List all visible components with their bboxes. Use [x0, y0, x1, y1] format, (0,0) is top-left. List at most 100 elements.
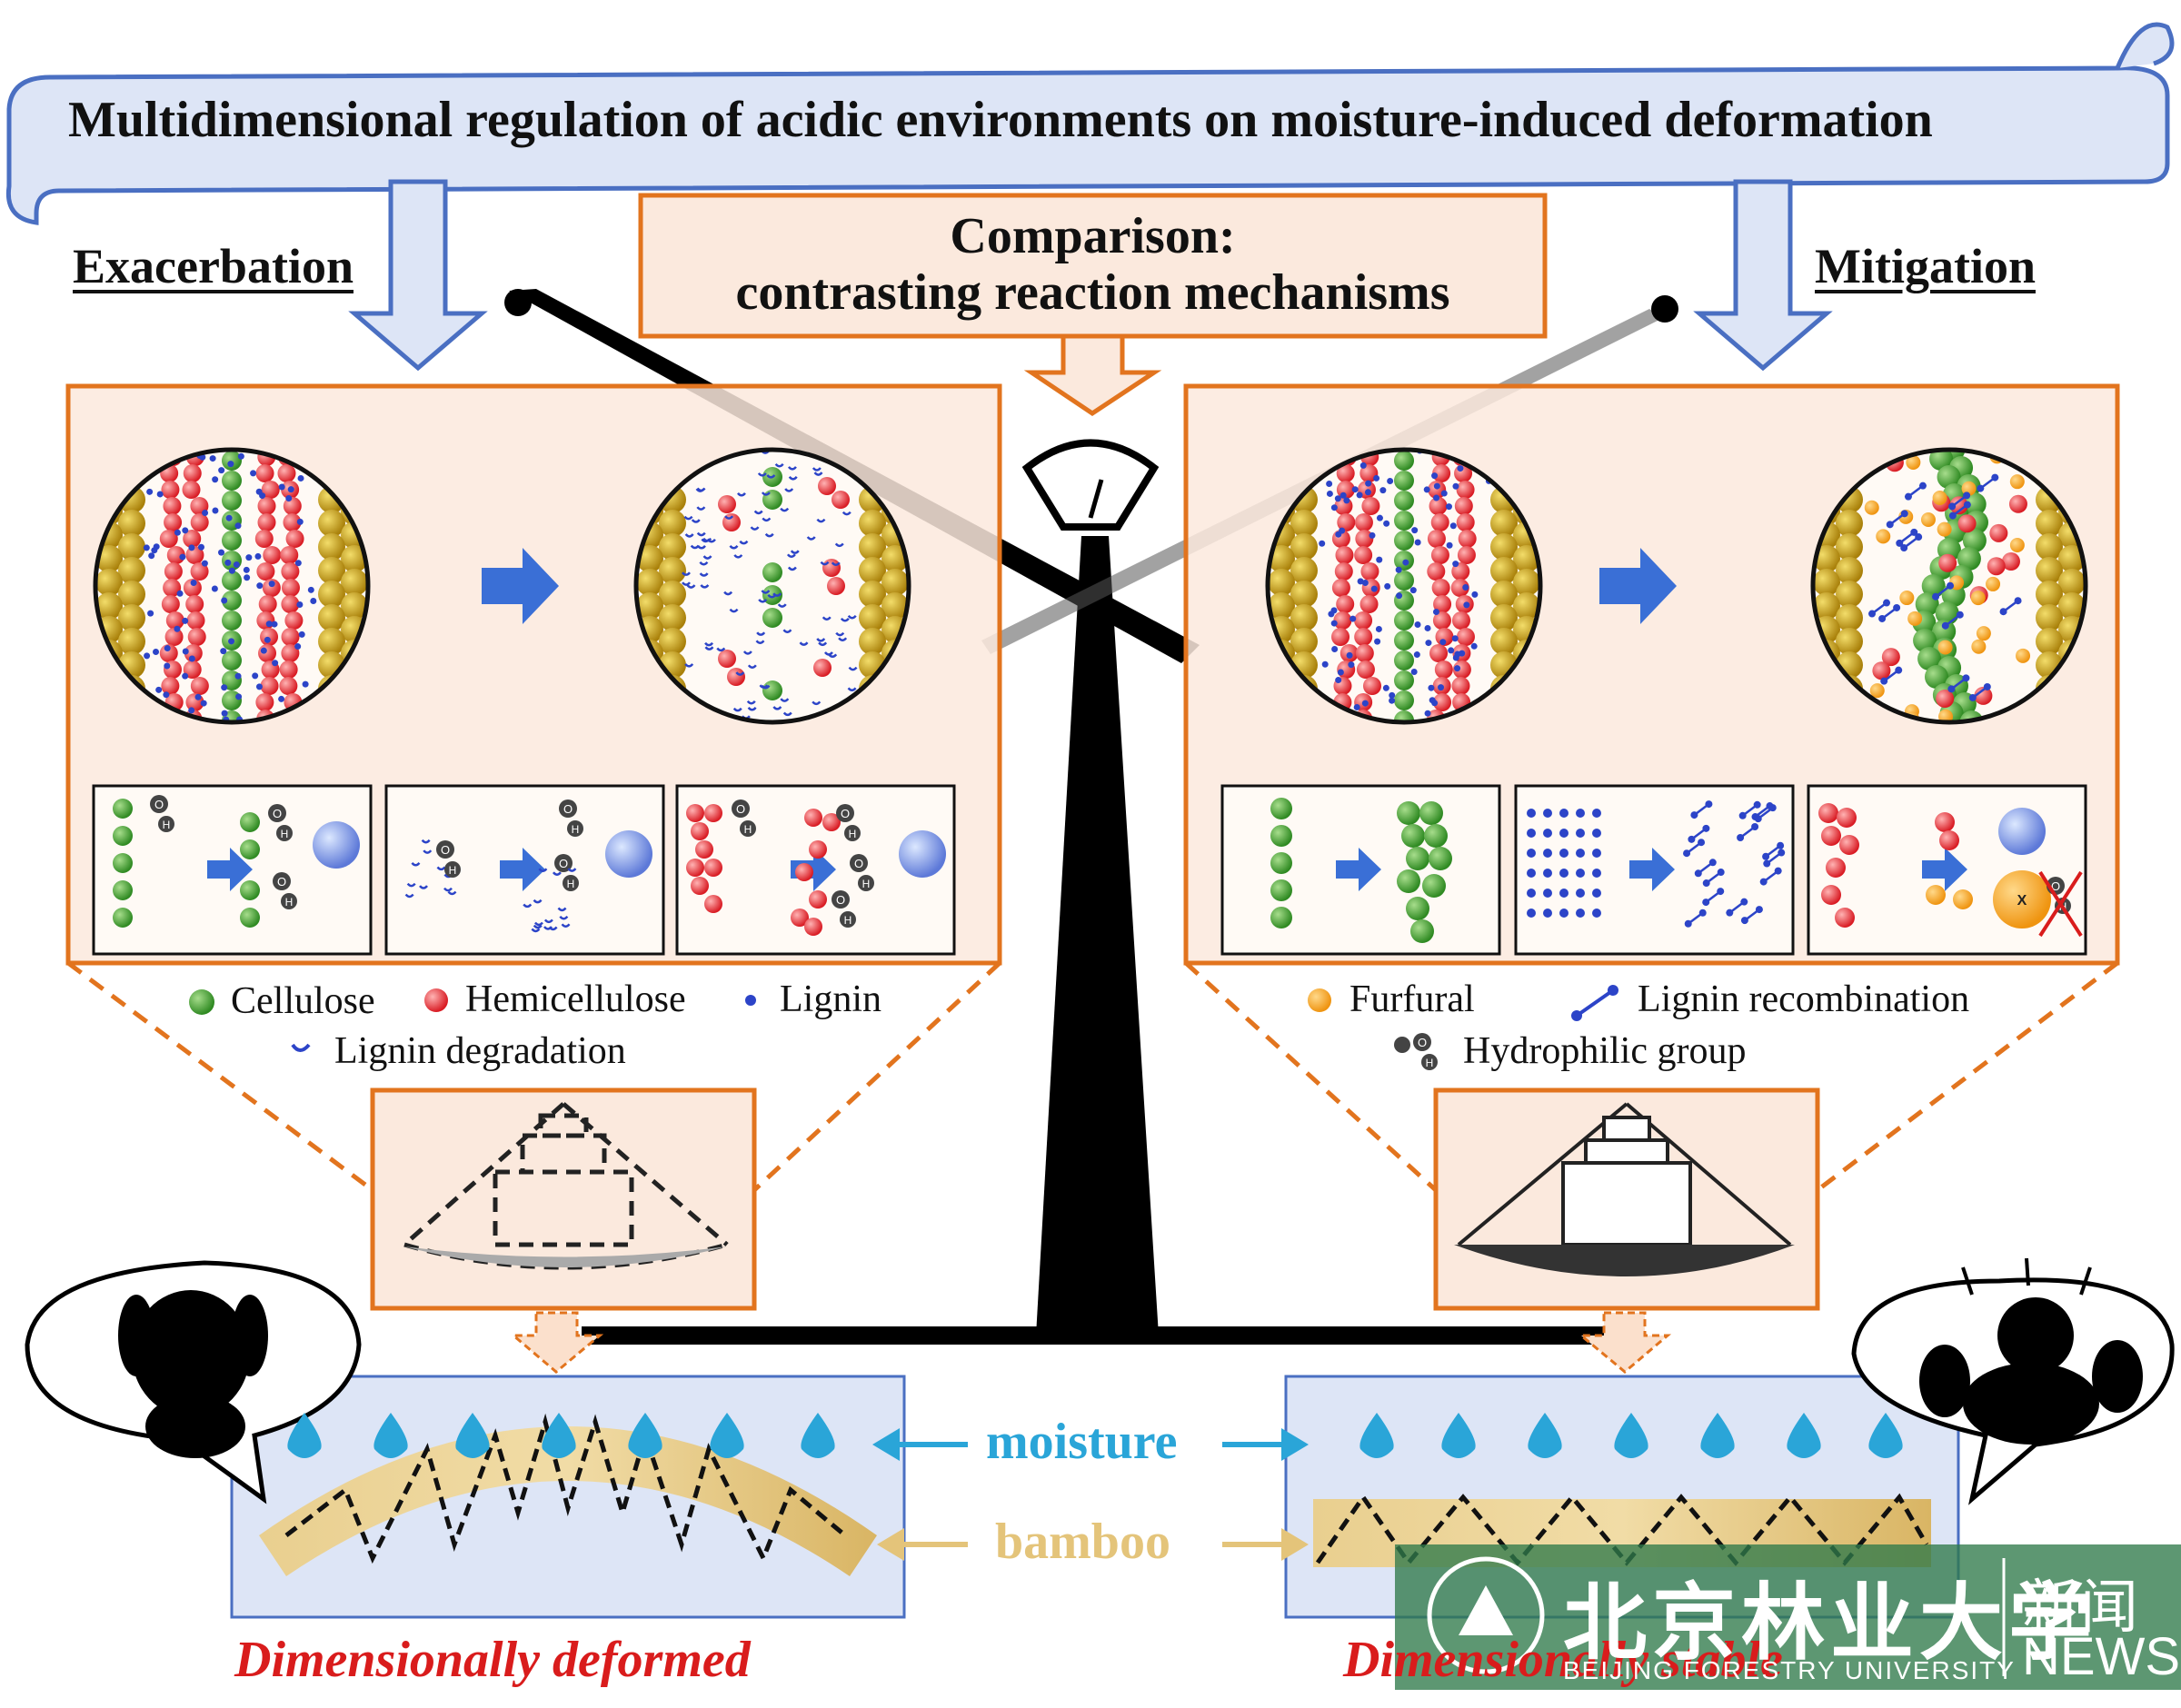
lignin-dot — [1395, 566, 1402, 573]
oxygen-atom — [1413, 1033, 1431, 1051]
hemicellulose-bead — [1331, 579, 1350, 597]
lignin-dot — [1717, 869, 1725, 877]
hemicellulose-bead — [1354, 611, 1373, 630]
mechanism-arrow — [1336, 848, 1381, 891]
lignin-fragment — [552, 871, 562, 876]
lignin-fragment — [786, 553, 796, 559]
hemicellulose-bead — [280, 546, 299, 564]
cellulose-bead — [1394, 471, 1414, 491]
lignin-dot — [1977, 484, 1985, 492]
lignin-dot — [250, 470, 257, 477]
lignin-fragment — [716, 647, 726, 652]
cellulose-bead — [1921, 574, 1946, 598]
lignin-dot — [1331, 645, 1339, 652]
lignin-dot — [1384, 582, 1391, 590]
cellulose-bead — [1937, 465, 1961, 489]
lignin-wall-bead — [1490, 533, 1518, 561]
lignin-dot — [194, 693, 202, 700]
lignin-dot — [297, 474, 304, 482]
lignin-wall-bead — [2036, 628, 2063, 655]
hemicellulose-bead — [1458, 530, 1477, 548]
moisture-arrows — [872, 1428, 1309, 1461]
lignin-dot — [1708, 859, 1717, 867]
lignin-dot — [1576, 829, 1585, 838]
lignin-dot — [234, 672, 242, 680]
hemicellulose-bead — [1427, 562, 1446, 581]
cellulose-bead — [762, 608, 782, 628]
mechanism-arrow — [500, 848, 545, 891]
cellulose-bead — [1270, 825, 1292, 847]
lignin-dot — [1339, 492, 1347, 499]
hemicellulose-bead — [166, 546, 185, 564]
banner-title: Multidimensional regulation of acidic en… — [68, 92, 1933, 148]
lignin-dot — [1462, 584, 1469, 591]
lignin-wall-bead — [2036, 604, 2063, 631]
lignin-dot — [264, 636, 271, 643]
lignin-wall-bead — [881, 569, 909, 596]
hemicellulose-bead — [185, 595, 204, 613]
lignin-dot — [1389, 691, 1396, 699]
lignin-dot — [1445, 503, 1452, 511]
cellulose-bead — [240, 839, 260, 859]
lignin-dot — [1334, 495, 1341, 502]
comparison-line1: Comparison: — [950, 208, 1236, 264]
lignin-dot — [209, 455, 216, 462]
arrow-down-left — [348, 179, 488, 372]
lignin-wall-bead — [1290, 581, 1318, 608]
strong-creature-silhouette — [1997, 1297, 2074, 1374]
lignin-dot — [1592, 829, 1601, 838]
lignin-wall-bead — [2058, 569, 2086, 596]
lignin-dot — [298, 631, 305, 638]
legend-lignin-recombination: Lignin recombination — [1638, 978, 1970, 1020]
lignin-dot — [197, 543, 204, 551]
hemicellulose-bead — [727, 668, 745, 686]
water-droplet — [287, 1413, 322, 1458]
legend-lignin-degradation-swatch — [291, 1043, 311, 1052]
lignin-wall-bead — [1490, 557, 1518, 584]
lignin-fragment — [701, 538, 711, 543]
hemicellulose-bead — [285, 530, 304, 548]
hemicellulose-bead — [1431, 579, 1450, 597]
lignin-dot — [1918, 482, 1927, 490]
hemicellulose-bead — [279, 677, 298, 695]
lignin-fragment — [742, 650, 752, 655]
furfural-bead — [1899, 591, 1915, 606]
lignin-dot — [188, 707, 195, 714]
lignin-wall-bead — [659, 581, 686, 608]
lignin-dot — [1948, 502, 1957, 511]
hemicellulose-bead — [1335, 546, 1354, 564]
legend-lignin-recombination-end — [1571, 1010, 1582, 1021]
lignin-dot — [212, 476, 219, 483]
lignin-dot — [1374, 638, 1381, 645]
lignin-fragment — [746, 700, 756, 705]
lignin-fragment — [411, 861, 421, 867]
lignin-dot — [148, 552, 155, 560]
lignin-dot — [1446, 541, 1453, 549]
lignin-fragment — [813, 472, 823, 476]
lignin-dot — [1694, 869, 1702, 878]
hemicellulose-bead — [1456, 481, 1475, 499]
hydrogen-atom — [158, 816, 174, 832]
lignin-fragment — [812, 700, 822, 706]
lignin-wall-bead — [859, 581, 886, 608]
hemicellulose-bead — [804, 918, 822, 936]
lignin-dot — [1968, 693, 1977, 701]
hemicellulose-bead — [2001, 551, 2020, 571]
cellulose-bead — [1929, 450, 1954, 471]
lignin-dot — [1452, 561, 1459, 568]
lignin-dot — [1330, 504, 1338, 511]
hemicellulose-bead — [164, 628, 184, 646]
lignin-fragment — [699, 572, 709, 577]
lignin-wall-bead — [1813, 569, 1840, 596]
lignin-fragment — [696, 506, 706, 511]
water-molecule — [605, 830, 652, 878]
lignin-dot — [1983, 682, 1991, 690]
hemicellulose-bead — [1359, 595, 1379, 613]
lignin-dot — [1592, 889, 1601, 898]
legend-lignin-swatch — [745, 995, 756, 1006]
hemicellulose-bead — [691, 822, 709, 840]
lignin-dot — [1543, 829, 1552, 838]
cellulose-bead — [1429, 847, 1452, 870]
cellulose-bead — [762, 562, 782, 582]
